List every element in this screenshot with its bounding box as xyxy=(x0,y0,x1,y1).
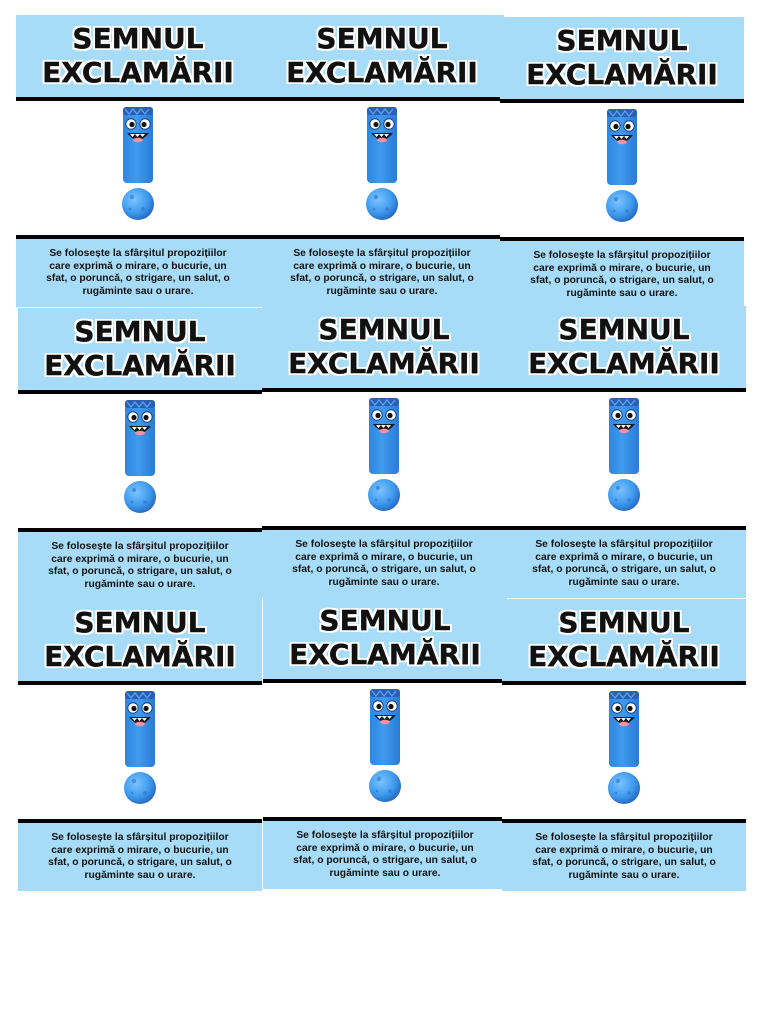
card-title: SEMNUL EXCLAMĂRII xyxy=(18,308,262,394)
card-description: Se folosește la sfârșitul propozițiilor … xyxy=(530,250,714,299)
card-description-panel: Se folosește la sfârșitul propozițiilor … xyxy=(502,819,746,891)
flashcard: SEMNUL EXCLAMĂRII Se folosește la sfârși… xyxy=(18,308,262,600)
card-description-panel: Se folosește la sfârșitul propozițiilor … xyxy=(500,237,744,309)
card-title-line-1: SEMNUL xyxy=(318,313,450,346)
card-title-line-2: EXCLAMĂRII xyxy=(526,58,718,91)
exclamation-mark-monster-icon xyxy=(16,101,260,235)
card-title: SEMNUL EXCLAMĂRII xyxy=(18,599,262,685)
exclamation-mark-monster-icon xyxy=(260,101,504,235)
card-title-line-1: SEMNUL xyxy=(74,606,206,639)
card-description-panel: Se folosește la sfârșitul propozițiilor … xyxy=(18,528,262,600)
card-description: Se folosește la sfârșitul propozițiilor … xyxy=(48,541,232,590)
card-description-panel: Se folosește la sfârșitul propozițiilor … xyxy=(16,235,260,307)
card-title-line-2: EXCLAMĂRII xyxy=(42,56,234,89)
card-title: SEMNUL EXCLAMĂRII xyxy=(502,306,746,392)
card-title-line-1: SEMNUL xyxy=(558,313,690,346)
flashcard: SEMNUL EXCLAMĂRII Se folosește la sfârși… xyxy=(502,599,746,891)
card-description: Se folosește la sfârșitul propozițiilor … xyxy=(532,832,716,881)
card-description: Se folosește la sfârșitul propozițiilor … xyxy=(293,830,477,879)
card-title-line-2: EXCLAMĂRII xyxy=(288,347,480,380)
card-title-line-2: EXCLAMĂRII xyxy=(286,56,478,89)
card-title-line-2: EXCLAMĂRII xyxy=(528,347,720,380)
card-description: Se folosește la sfârșitul propozițiilor … xyxy=(48,832,232,881)
card-title: SEMNUL EXCLAMĂRII xyxy=(500,17,744,103)
exclamation-mark-monster-icon xyxy=(262,392,506,526)
card-description-panel: Se folosește la sfârșitul propozițiilor … xyxy=(260,235,504,307)
exclamation-mark-monster-icon xyxy=(18,394,262,528)
card-title: SEMNUL EXCLAMĂRII xyxy=(502,599,746,685)
card-title-line-2: EXCLAMĂRII xyxy=(44,640,236,673)
card-description-panel: Se folosește la sfârșitul propozițiilor … xyxy=(263,817,507,889)
card-title: SEMNUL EXCLAMĂRII xyxy=(262,306,506,392)
flashcard: SEMNUL EXCLAMĂRII Se folosește la sfârși… xyxy=(500,17,744,309)
flashcard: SEMNUL EXCLAMĂRII Se folosește la sfârși… xyxy=(262,306,506,598)
flashcard: SEMNUL EXCLAMĂRII Se folosește la sfârși… xyxy=(263,597,507,889)
card-description-panel: Se folosește la sfârșitul propozițiilor … xyxy=(18,819,262,891)
flashcard: SEMNUL EXCLAMĂRII Se folosește la sfârși… xyxy=(502,306,746,598)
exclamation-mark-monster-icon xyxy=(18,685,262,819)
card-description-panel: Se folosește la sfârșitul propozițiilor … xyxy=(262,526,506,598)
card-description: Se folosește la sfârșitul propozițiilor … xyxy=(46,248,230,297)
exclamation-mark-monster-icon xyxy=(502,392,746,526)
card-title-line-1: SEMNUL xyxy=(319,604,451,637)
card-title-line-1: SEMNUL xyxy=(556,24,688,57)
flashcard: SEMNUL EXCLAMĂRII Se folosește la sfârși… xyxy=(260,15,504,307)
card-description: Se folosește la sfârșitul propozițiilor … xyxy=(290,248,474,297)
card-title: SEMNUL EXCLAMĂRII xyxy=(263,597,507,683)
card-description-panel: Se folosește la sfârșitul propozițiilor … xyxy=(502,526,746,598)
card-title-line-2: EXCLAMĂRII xyxy=(289,638,481,671)
exclamation-mark-monster-icon xyxy=(502,685,746,819)
card-title-line-1: SEMNUL xyxy=(558,606,690,639)
card-title-line-1: SEMNUL xyxy=(74,315,206,348)
card-description: Se folosește la sfârșitul propozițiilor … xyxy=(532,539,716,588)
exclamation-mark-monster-icon xyxy=(263,683,507,817)
card-title-line-1: SEMNUL xyxy=(72,22,204,55)
card-title-line-1: SEMNUL xyxy=(316,22,448,55)
card-description: Se folosește la sfârșitul propozițiilor … xyxy=(292,539,476,588)
card-title: SEMNUL EXCLAMĂRII xyxy=(16,15,260,101)
flashcard: SEMNUL EXCLAMĂRII Se folosește la sfârși… xyxy=(16,15,260,307)
card-title: SEMNUL EXCLAMĂRII xyxy=(260,15,504,101)
flashcard: SEMNUL EXCLAMĂRII Se folosește la sfârși… xyxy=(18,599,262,891)
card-title-line-2: EXCLAMĂRII xyxy=(528,640,720,673)
card-title-line-2: EXCLAMĂRII xyxy=(44,349,236,382)
exclamation-mark-monster-icon xyxy=(500,103,744,237)
